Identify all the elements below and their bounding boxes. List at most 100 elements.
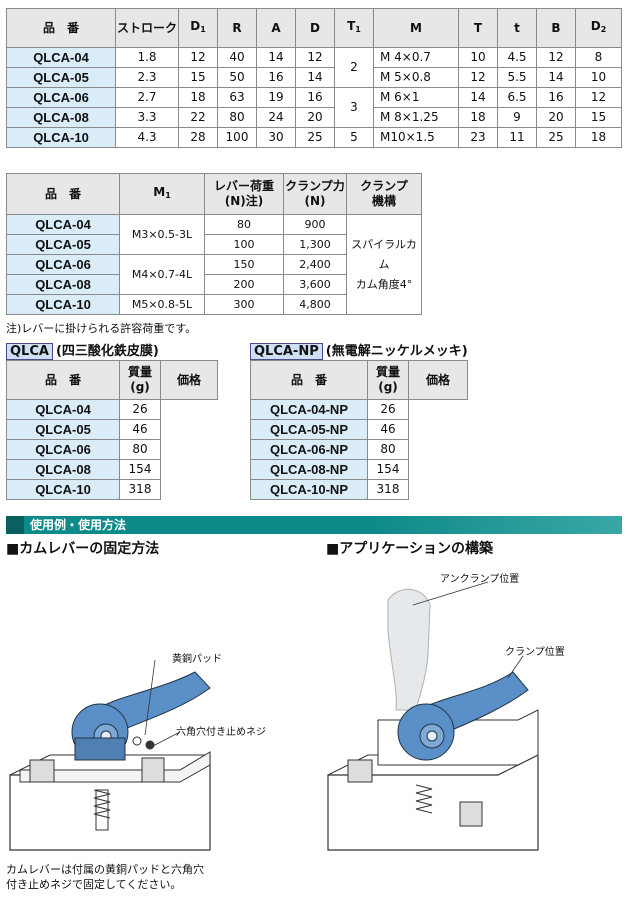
application-title: ■アプリケーションの構築 [326,541,493,557]
cell: 300 [204,294,284,315]
cell: 3 [334,87,374,128]
col-part-number: 品 番 [6,8,116,48]
cell: 154 [119,459,161,480]
table-row: QLCA-04 M3×0.5-3L 80 900 スパイラルカム カム角度4° [6,214,422,315]
col-m: M [373,8,459,48]
cell: 20 [536,107,576,128]
col-b: B [536,8,576,48]
part-number: QLCA-06 [6,439,120,460]
cell: 80 [119,439,161,460]
cell: 46 [367,419,409,440]
table-row: QLCA-05 100 1,300 [6,234,422,255]
col-clamp-force: クランプ力 (N) [283,173,347,215]
cell: 30 [256,127,296,148]
cell: 4.3 [115,127,179,148]
cell: 3.3 [115,107,179,128]
cell: 200 [204,274,284,295]
part-number: QLCA-04 [6,399,120,420]
cell: 15 [178,67,218,88]
cell: 14 [536,67,576,88]
cell: 100 [204,234,284,255]
col-part-number: 品 番 [250,360,368,400]
cell: 80 [367,439,409,460]
cell: 18 [575,127,622,148]
cell: 14 [256,47,296,68]
part-number: QLCA-05 [6,419,120,440]
spring-icon [415,784,433,814]
cam-lever-icon [397,671,529,761]
col-m1: M1 [119,173,205,215]
col-mechanism: クランプ 機構 [346,173,422,215]
cell: 5.5 [497,67,537,88]
col-price: 価格 [160,360,218,400]
cell: 2.3 [115,67,179,88]
cell: 6.5 [497,87,537,108]
cell: 26 [119,399,161,420]
usage-section-bar [6,516,622,534]
cell: 150 [204,254,284,275]
cell: 10 [575,67,622,88]
cell: 100 [217,127,257,148]
table-row: QLCA-04 1.8 12 40 14 12 2 M 4×0.7 10 4.5… [6,47,622,88]
cell: 3,600 [283,274,347,295]
cell: 20 [295,107,335,128]
cell: 11 [497,127,537,148]
col-a: A [256,8,296,48]
qlca-np-finish: (無電解ニッケルメッキ) [325,344,468,359]
cell: M 5×0.8 [373,67,459,88]
cell: 40 [217,47,257,68]
usage-caption: カムレバーは付属の黄銅パッドと六角穴 付き止めネジで固定してください。 [6,863,204,891]
table-note: 注)レバーに掛けられる許容荷重です。 [6,322,197,335]
usage-section-title: 使用例・使用方法 [30,518,127,532]
col-part-number: 品 番 [6,360,120,400]
cell: 4.5 [497,47,537,68]
part-number: QLCA-10-NP [250,479,368,500]
part-number: QLCA-10 [6,294,120,315]
part-number: QLCA-08-NP [250,459,368,480]
part-number: QLCA-08 [6,274,120,295]
cell: 46 [119,419,161,440]
cell: M 6×1 [373,87,459,108]
label-set-screw: 六角穴付き止めネジ [176,727,266,738]
cell: 12 [575,87,622,108]
part-number: QLCA-04-NP [250,399,368,420]
part-number: QLCA-04 [6,47,116,68]
cell: 2 [334,47,374,88]
part-number: QLCA-06-NP [250,439,368,460]
col-r: R [217,8,257,48]
cell: 2,400 [283,254,347,275]
fixing-method-illustration [9,659,211,851]
cell: 12 [536,47,576,68]
cell: 25 [295,127,335,148]
qlca-tag: QLCA [6,343,53,360]
section-marker-icon [6,516,24,534]
table-row: QLCA-06 2.7 18 63 19 16 3 M 6×1 14 6.5 1… [6,87,622,128]
cell: 18 [458,107,498,128]
cell: 22 [178,107,218,128]
application-illustration [327,581,539,851]
mechanism-cell: スパイラルカム カム角度4° [346,214,422,315]
part-number: QLCA-05 [6,67,116,88]
col-mass: 質量 (g) [119,360,161,400]
price-cell [408,399,468,500]
table-row: QLCA-10 4.3 28 100 30 25 5 M10×1.5 23 11… [6,127,622,148]
cell: 318 [367,479,409,500]
cell: 24 [256,107,296,128]
cell: 154 [367,459,409,480]
cell: 318 [119,479,161,500]
cell: 50 [217,67,257,88]
col-d2: D2 [575,8,622,48]
col-lever-load: レバー荷重 (N)注) [204,173,284,215]
cell: 19 [256,87,296,108]
part-number: QLCA-05 [6,234,120,255]
part-number: QLCA-08 [6,459,120,480]
cell: M3×0.5-3L [119,214,205,255]
col-d: D [295,8,335,48]
